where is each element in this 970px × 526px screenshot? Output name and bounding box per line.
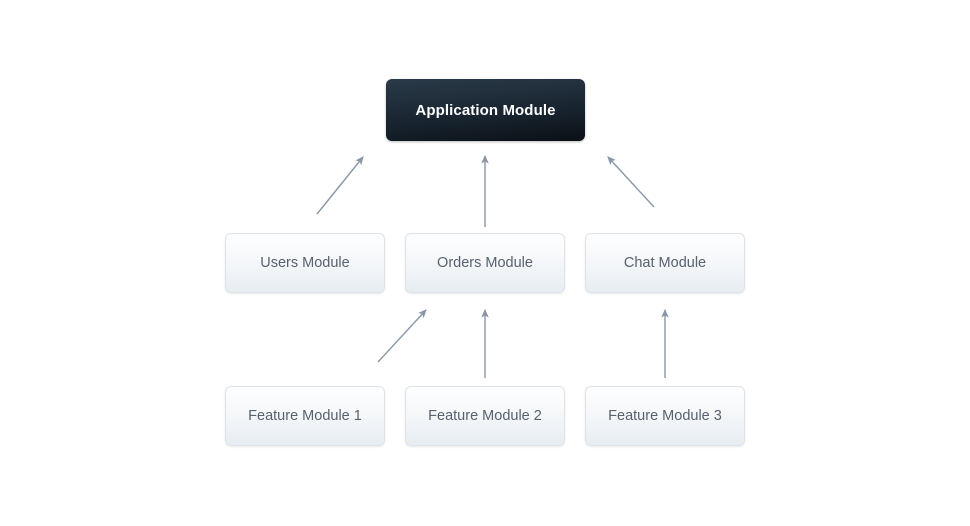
- arrow-users-to-application: [316, 156, 364, 215]
- node-orders-module-label: Orders Module: [437, 254, 533, 271]
- node-feature-module-1-label: Feature Module 1: [248, 407, 362, 424]
- node-chat-module[interactable]: Chat Module: [585, 233, 745, 293]
- node-feature-module-3-label: Feature Module 3: [608, 407, 722, 424]
- arrow-chat-to-application: [607, 156, 655, 208]
- node-feature-module-2[interactable]: Feature Module 2: [405, 386, 565, 446]
- node-application-module-label: Application Module: [415, 101, 556, 119]
- node-orders-module[interactable]: Orders Module: [405, 233, 565, 293]
- node-chat-module-label: Chat Module: [623, 254, 707, 271]
- node-feature-module-1[interactable]: Feature Module 1: [225, 386, 385, 446]
- node-users-module-label: Users Module: [260, 254, 350, 271]
- node-application-module[interactable]: Application Module: [386, 79, 585, 141]
- node-feature-module-2-label: Feature Module 2: [428, 407, 542, 424]
- node-users-module[interactable]: Users Module: [225, 233, 385, 293]
- arrow-feature1-to-users: [377, 309, 427, 363]
- node-feature-module-3[interactable]: Feature Module 3: [585, 386, 745, 446]
